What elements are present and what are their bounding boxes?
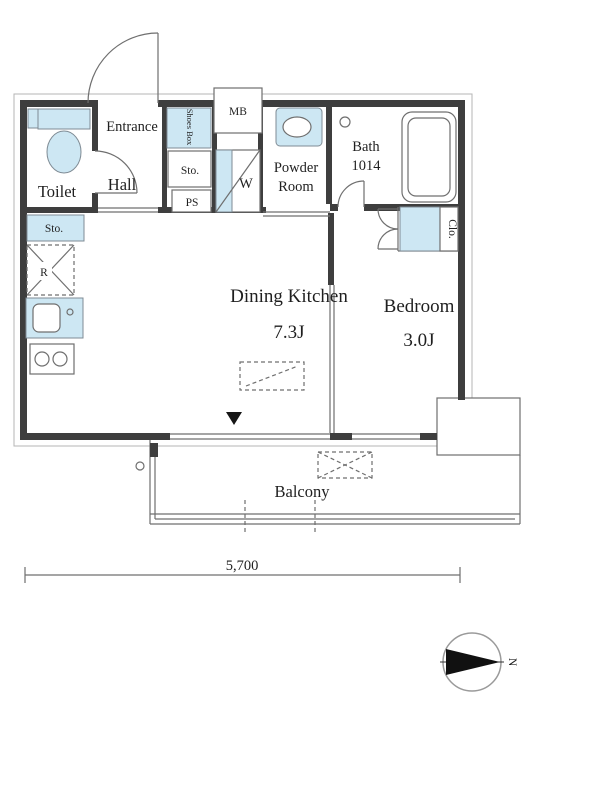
toilet-door-swing (94, 150, 138, 194)
hall-label: Hall (108, 175, 137, 194)
compass: N (440, 632, 518, 692)
dining-kitchen-label: Dining Kitchen (230, 286, 348, 307)
balcony-hatch-box (317, 451, 373, 479)
labels: Toilet Entrance Hall Shoes Box Sto. PS W… (38, 106, 458, 501)
entry-marker-triangle (226, 412, 242, 425)
toilet-label: Toilet (38, 182, 77, 201)
fridge-label-bg (34, 262, 52, 280)
table (239, 361, 305, 391)
north-arrow-icon (446, 649, 500, 675)
closet-label-strip (439, 206, 459, 252)
balcony-structure (135, 440, 521, 532)
bathtub-inner (407, 117, 451, 197)
pipe-space-label: PS (186, 197, 199, 209)
kitchen-faucet (66, 308, 74, 316)
shoes-box-label: Shoes Box (185, 109, 195, 146)
fixtures (25, 87, 459, 425)
doors-and-windows (87, 32, 458, 440)
kitchen-sink (32, 303, 61, 333)
storage-left-box (26, 214, 85, 242)
pipe-space-box (171, 189, 212, 213)
bath-size-label: 1014 (352, 158, 382, 174)
pillar (436, 397, 521, 456)
closet-label: Clo. (446, 219, 458, 239)
powder-sink-basin (282, 116, 312, 138)
fridge-label: R (40, 267, 48, 279)
stove-burner-left (34, 351, 50, 367)
meter-box-label: MB (229, 106, 247, 118)
dimension-line: 5,700 (24, 558, 461, 583)
powder-room-label-1: Powder (274, 160, 318, 176)
toilet-bowl (46, 130, 82, 174)
bath-door-swing (337, 180, 365, 208)
bedroom-label: Bedroom (384, 296, 455, 317)
meter-box (213, 87, 263, 134)
closet-door-swing-bottom (377, 228, 399, 250)
shoes-box (166, 107, 212, 149)
dining-kitchen-size-label: 7.3J (273, 322, 304, 343)
powder-room-label-2: Room (278, 179, 314, 195)
storage-upper-box (167, 150, 212, 188)
storage-left-label: Sto. (45, 223, 63, 235)
width-dimension-label: 5,700 (226, 558, 259, 574)
bathtub (401, 111, 457, 203)
balcony-marker-circle (135, 461, 145, 471)
balcony-wall-stub (150, 443, 158, 457)
toilet-tank (37, 108, 91, 130)
north-label: N (506, 658, 518, 667)
bath-drain (339, 116, 351, 128)
stove-burner-right (52, 351, 68, 367)
storage-upper-label: Sto. (181, 165, 199, 177)
entrance-door-swing (87, 32, 159, 104)
washer-label: W (239, 176, 253, 192)
balcony-label: Balcony (275, 482, 331, 501)
bath-label: Bath (352, 139, 380, 155)
closet-door-swing-top (377, 208, 399, 230)
toilet-corner-sink (27, 108, 39, 129)
closet-box (399, 206, 441, 252)
entrance-label: Entrance (106, 119, 158, 135)
bedroom-size-label: 3.0J (403, 330, 434, 351)
washer-side-panel (215, 149, 233, 213)
